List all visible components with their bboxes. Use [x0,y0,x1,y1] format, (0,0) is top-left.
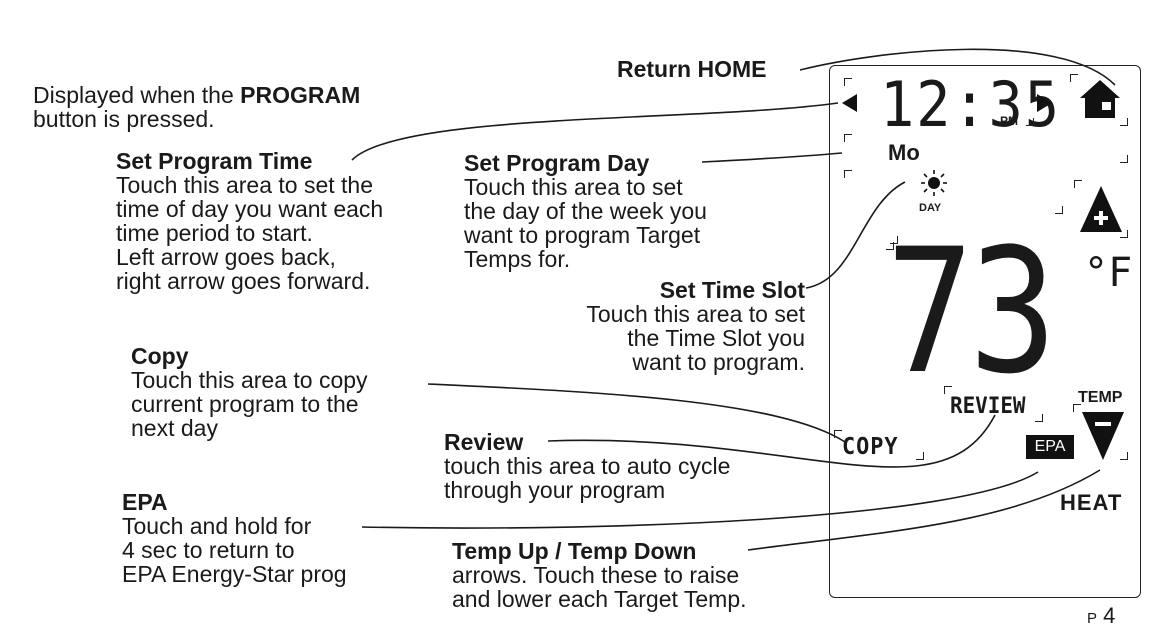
set-program-time-note: Set Program Time Touch this area to set … [116,149,383,293]
review-title: Review [444,429,524,455]
temperature-unit: °F [1084,250,1133,296]
time-slot-corner [886,242,894,250]
epa-title: EPA [122,489,168,515]
epa-line: Touch and hold for [122,513,312,539]
set-program-time-title: Set Program Time [116,148,313,174]
temp-up-down-note: Temp Up / Temp Down arrows. Touch these … [452,539,747,611]
copy-line: next day [131,415,218,441]
leader-copy [427,383,846,443]
review-line: through your program [444,477,666,503]
set-program-time-line: right arrow goes forward. [116,268,371,294]
temp-area-corner [890,236,898,244]
current-temperature: 73 [886,211,1057,412]
temp-up-down-title: Temp Up / Temp Down [452,538,697,564]
program-display-note-line2: button is pressed. [33,106,215,132]
set-time-slot-line: want to program. [632,349,805,375]
temp-up-corner [1074,180,1082,188]
copy-corner [916,452,924,460]
copy-button[interactable]: COPY [842,434,899,460]
thermostat-display: 12:35 PM Mo DAY 73 °F REVI [829,65,1141,598]
program-day[interactable]: Mo [888,140,920,165]
copy-title: Copy [131,343,189,369]
copy-line: Touch this area to copy [131,367,368,393]
time-area-corner [1026,118,1034,126]
page-number-prefix: P [1087,610,1098,627]
leader-epa [361,471,1039,529]
set-program-day-line: Touch this area to set [464,174,683,200]
temp-up-down-line: arrows. Touch these to raise [452,562,740,588]
leader-temp-up-down [747,469,1101,551]
epa-note: EPA Touch and hold for 4 sec to return t… [122,490,347,586]
time-area-corner [844,78,852,86]
left-arrow-icon[interactable] [842,94,858,112]
set-time-slot-title: Set Time Slot [659,277,805,303]
copy-note: Copy Touch this area to copy current pro… [131,344,368,440]
temp-down-icon[interactable] [1082,412,1124,460]
epa-line: EPA Energy-Star prog [122,561,347,587]
home-area-corner [1120,118,1128,126]
epa-button[interactable]: EPA [1026,435,1074,459]
set-program-time-line: time period to start. [116,220,313,246]
day-area-corner [844,134,852,142]
time-slot-corner [844,170,852,178]
review-corner [1035,414,1043,422]
temp-up-corner [1055,206,1063,214]
home-icon[interactable] [1078,78,1122,122]
set-program-time-line: Touch this area to set the [116,172,373,198]
period-label: DAY [919,202,942,214]
set-program-time-line: Left arrow goes back, [116,244,336,270]
temp-down-corner [1073,404,1081,412]
leader-set-program-time [351,102,839,161]
program-time[interactable]: 12:35 [880,68,1061,141]
copy-line: current program to the [131,391,359,417]
sun-icon[interactable] [918,170,950,196]
review-line: touch this area to auto cycle [444,453,731,479]
review-note: Review touch this area to auto cycle thr… [444,430,730,502]
set-program-time-line: time of day you want each [116,196,384,222]
set-program-day-line: want to program Target [464,222,701,248]
home-area-corner [1070,74,1078,82]
page-number: P 4 [1087,604,1115,631]
set-program-day-line: the day of the week you [464,198,707,224]
program-display-note-pre: Displayed when the [33,82,241,108]
return-home-label: Return HOME [617,56,767,82]
set-program-day-line: Temps for. [464,246,571,272]
set-time-slot-line: Touch this area to set [586,301,805,327]
program-display-note: Displayed when the PROGRAM button is pre… [33,83,360,131]
ampm-indicator: PM [1000,114,1018,128]
temp-label: TEMP [1078,389,1123,406]
review-button[interactable]: REVIEW [950,394,1026,419]
program-display-note-bold: PROGRAM [240,82,361,108]
leader-set-time-slot [805,181,906,289]
set-program-day-title: Set Program Day [464,150,650,176]
leader-set-program-day [701,152,843,163]
mode-indicator: HEAT [1060,490,1123,515]
right-arrow-icon[interactable] [1036,94,1052,112]
leader-return-home [799,48,1116,86]
temp-down-corner [1120,452,1128,460]
set-time-slot-line: the Time Slot you [627,325,805,351]
day-area-corner [1120,155,1128,163]
temp-up-down-line: and lower each Target Temp. [452,586,747,612]
page-number-value: 4 [1103,603,1116,628]
set-program-day-note: Set Program Day Touch this area to set t… [464,151,707,271]
epa-line: 4 sec to return to [122,537,295,563]
temp-up-icon[interactable] [1080,186,1122,232]
set-time-slot-note: Set Time Slot Touch this area to set the… [520,278,805,374]
copy-corner [834,430,842,438]
review-corner [944,386,952,394]
leader-review [547,414,996,468]
temp-up-corner [1120,230,1128,238]
